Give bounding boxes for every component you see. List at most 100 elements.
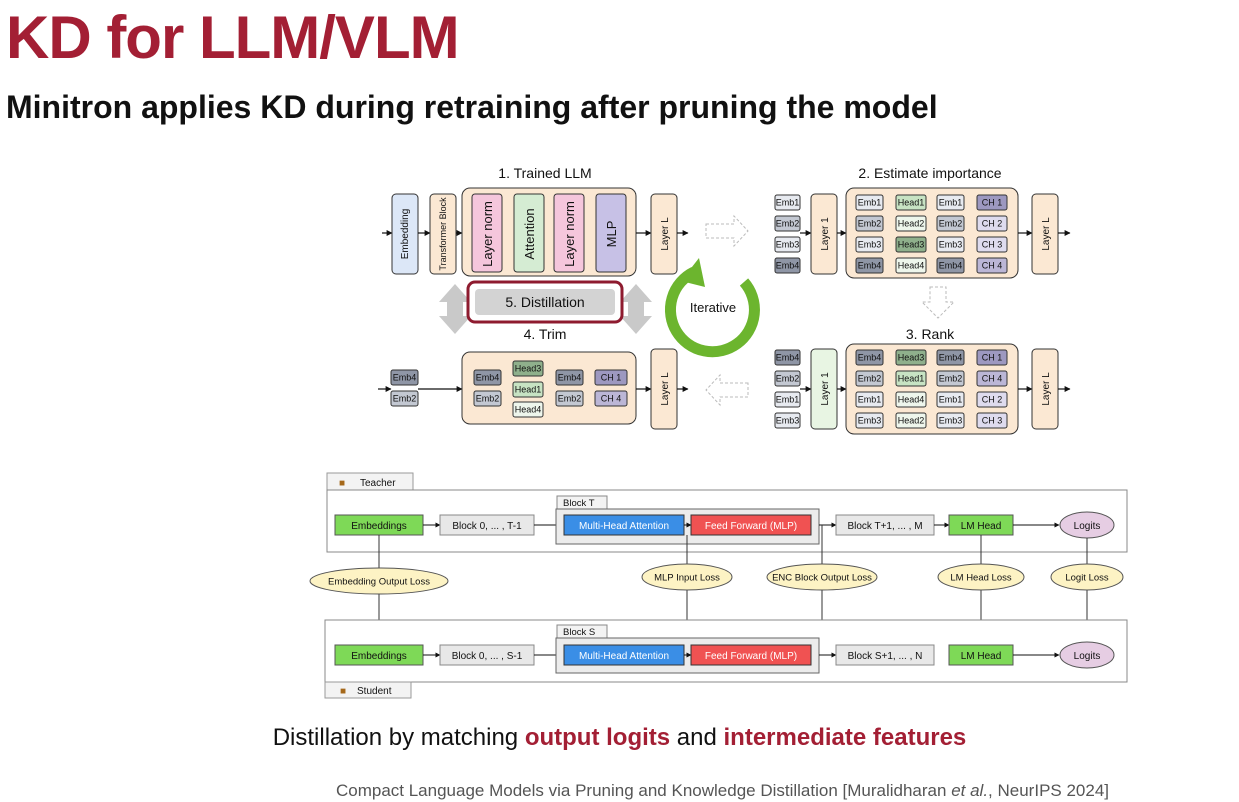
loss-enc-block-output-label: ENC Block Output Loss [772,573,872,584]
stage2-estimate-importance: 2. Estimate importance Emb1Emb2Emb3Emb4 … [774,165,1071,279]
s3-in-emb-1-label: Emb4 [858,353,882,363]
loss-embedding-output [309,567,449,595]
s3-in-emb-3-label: Emb1 [858,395,882,405]
s3-head-1: Head3 [895,349,927,366]
s2-in-emb-4-label: Emb4 [858,261,882,271]
student-blocks-after [835,644,935,666]
student-label: Student [357,686,392,697]
s4-in-emb-2: Emb2 [473,390,502,407]
kd-loss-diagram: ■ Teacher Embeddings Block 0, ... , T-1 … [309,472,1128,699]
s2-ch-4: CH 4 [976,257,1008,274]
slide-title: KD for LLM/VLM [6,4,460,71]
layer-norm-2-label: Layer norm [562,201,577,267]
caption-prefix: Distillation by matching [272,724,525,751]
layer-l-label-2: Layer L [1041,217,1052,251]
caption: Distillation by matching output logits a… [0,724,1239,752]
mlp-block [595,193,627,273]
embedding-label: Embedding [400,209,411,260]
loss-mlp-input [641,563,733,591]
s2-emb-2-label: Emb2 [776,219,800,229]
teacher-embeddings-label: Embeddings [351,521,407,532]
s2-head-2: Head2 [895,215,927,232]
s3-ch-1: CH 1 [976,349,1008,366]
attention-label: Attention [522,208,537,259]
student-blocks-before-label: Block 0, ... , S-1 [452,651,523,662]
s3-emb-b-2-label: Emb2 [939,374,963,384]
distillation-step: 5. Distillation [439,280,652,334]
s4-head-1: Head3 [512,360,544,377]
slide-subtitle: Minitron applies KD during retraining af… [6,89,938,125]
teacher-ff [690,514,812,536]
loss-logit-label: Logit Loss [1065,573,1109,584]
student-lm-head-label: LM Head [961,651,1002,662]
s2-emb-b-2-label: Emb2 [939,219,963,229]
layer-1-label-2: Layer 1 [820,217,831,251]
gray-double-arrow-left [439,284,471,334]
s2-emb-1-label: Emb1 [776,198,800,208]
s4-in-emb-2-label: Emb2 [476,394,500,404]
distillation-box [475,289,615,315]
mlp-label: MLP [604,221,619,248]
s4-head-2: Head1 [512,381,544,398]
teacher-blocks-after-label: Block T+1, ... , M [847,521,922,532]
s2-ch-2: CH 2 [976,215,1008,232]
s2-head-4-label: Head4 [898,261,925,271]
s2-ch-1: CH 1 [976,194,1008,211]
s4-emb-2-label: Emb2 [393,394,417,404]
student-blocks-after-label: Block S+1, ... , N [848,651,923,662]
gray-double-arrow-right [620,284,652,334]
s3-emb-b-4-label: Emb3 [939,416,963,426]
s3-emb-b-2: Emb2 [936,370,965,387]
transformer-block-label: Transformer Block [438,197,448,271]
s4-head-3: Head4 [512,401,544,418]
teacher-lm-head-label: LM Head [961,521,1002,532]
caption-middle: and [670,724,724,751]
student-embeddings-label: Embeddings [351,651,407,662]
s4-ch-1: CH 1 [594,369,628,386]
dashed-arrow-right [705,214,749,248]
student-logits [1059,641,1115,669]
layer-l-block-1 [650,193,678,275]
s3-ch-3: CH 2 [976,391,1008,408]
s4-ch-2-label: CH 4 [601,394,622,404]
loss-logit [1050,563,1124,591]
citation-suffix: , NeurIPS 2024] [988,781,1110,800]
s2-ch-4-label: CH 4 [982,261,1003,271]
stage2-title: 2. Estimate importance [858,165,1001,181]
s2-emb-4: Emb4 [774,257,801,274]
loss-lm-head [937,563,1025,591]
s3-ch-1-label: CH 1 [982,353,1003,363]
s3-emb-b-3-label: Emb1 [939,395,963,405]
s3-in-emb-2-label: Emb2 [858,374,882,384]
student-icon: ■ [340,686,346,697]
layer-1-label-3: Layer 1 [820,372,831,406]
s2-emb-4-label: Emb4 [776,261,800,271]
s2-emb-3-label: Emb3 [776,240,800,250]
layer-l-label-4: Layer L [660,372,671,406]
flow-arrows [705,214,956,407]
s4-emb-b-1: Emb4 [555,369,584,386]
s3-emb-3-label: Emb1 [776,395,800,405]
student-logits-label: Logits [1074,651,1101,662]
s2-emb-b-3-label: Emb3 [939,240,963,250]
citation-prefix: Compact Language Models via Pruning and … [335,781,952,800]
teacher-icon: ■ [339,478,345,489]
s3-ch-2-label: CH 4 [982,374,1003,384]
s4-ch-2: CH 4 [594,390,628,407]
s4-emb-2: Emb2 [390,390,419,407]
layer-container [461,187,637,277]
s3-emb-1-label: Emb4 [776,353,800,363]
s3-in-emb-1: Emb4 [855,349,884,366]
s4-emb-b-2: Emb2 [555,390,584,407]
layer-l-label-3: Layer L [1041,372,1052,406]
s2-in-emb-2-label: Emb2 [858,219,882,229]
s4-ch-1-label: CH 1 [601,373,622,383]
layer-1-block-2 [810,193,838,275]
citation-italic: et al. [951,781,989,800]
stage1-title: 1. Trained LLM [498,165,591,181]
block-s-label: Block S [563,627,595,638]
s3-in-emb-4: Emb3 [855,412,884,429]
s2-in-emb-1: Emb1 [855,194,884,211]
